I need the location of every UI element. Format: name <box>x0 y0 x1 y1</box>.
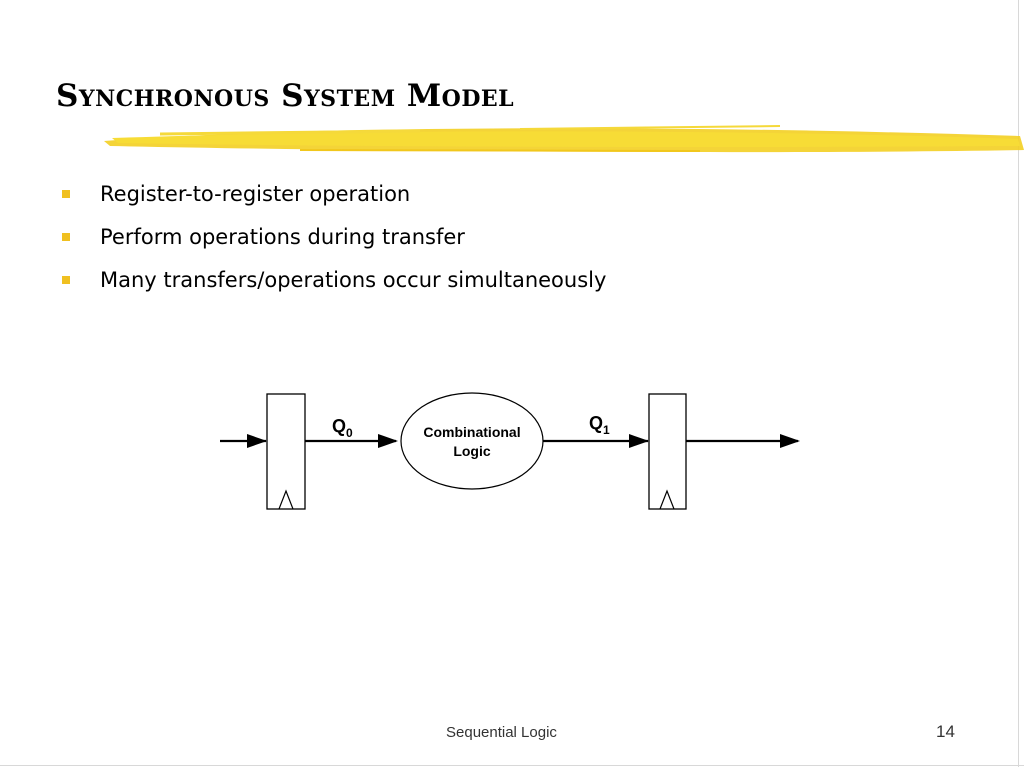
page-number: 14 <box>936 722 955 741</box>
bullet-square-icon <box>62 189 70 198</box>
combinational-logic-block <box>400 392 544 490</box>
bullet-text: Perform operations during transfer <box>100 224 465 249</box>
bullet-text: Register-to-register operation <box>100 181 411 206</box>
output-arrowhead <box>780 434 800 448</box>
bullet-item: Register-to-register operation <box>62 172 606 215</box>
combinational-logic-label-line1: Combinational <box>423 424 520 440</box>
slide-border-bottom <box>0 765 1024 766</box>
combinational-logic-label-line2: Logic <box>453 443 491 459</box>
slide-border-right <box>1018 0 1019 767</box>
register-right-clock-icon <box>659 489 675 510</box>
input-arrowhead <box>247 434 267 448</box>
q0-arrowhead <box>378 434 398 448</box>
slide-title: Synchronous System Model <box>56 78 515 114</box>
bullet-square-icon <box>62 232 70 241</box>
register-right <box>648 393 687 510</box>
bullet-item: Many transfers/operations occur simultan… <box>62 258 606 301</box>
bullet-text: Many transfers/operations occur simultan… <box>100 267 607 292</box>
bullet-square-icon <box>62 275 70 284</box>
footer-text: Sequential Logic <box>446 724 557 741</box>
q1-arrowhead <box>629 434 649 448</box>
q1-label: Q1 <box>589 413 610 437</box>
q0-label: Q0 <box>332 416 353 440</box>
bullet-list: Register-to-register operation Perform o… <box>62 172 606 301</box>
register-left-clock-icon <box>278 489 294 510</box>
bullet-item: Perform operations during transfer <box>62 215 606 258</box>
